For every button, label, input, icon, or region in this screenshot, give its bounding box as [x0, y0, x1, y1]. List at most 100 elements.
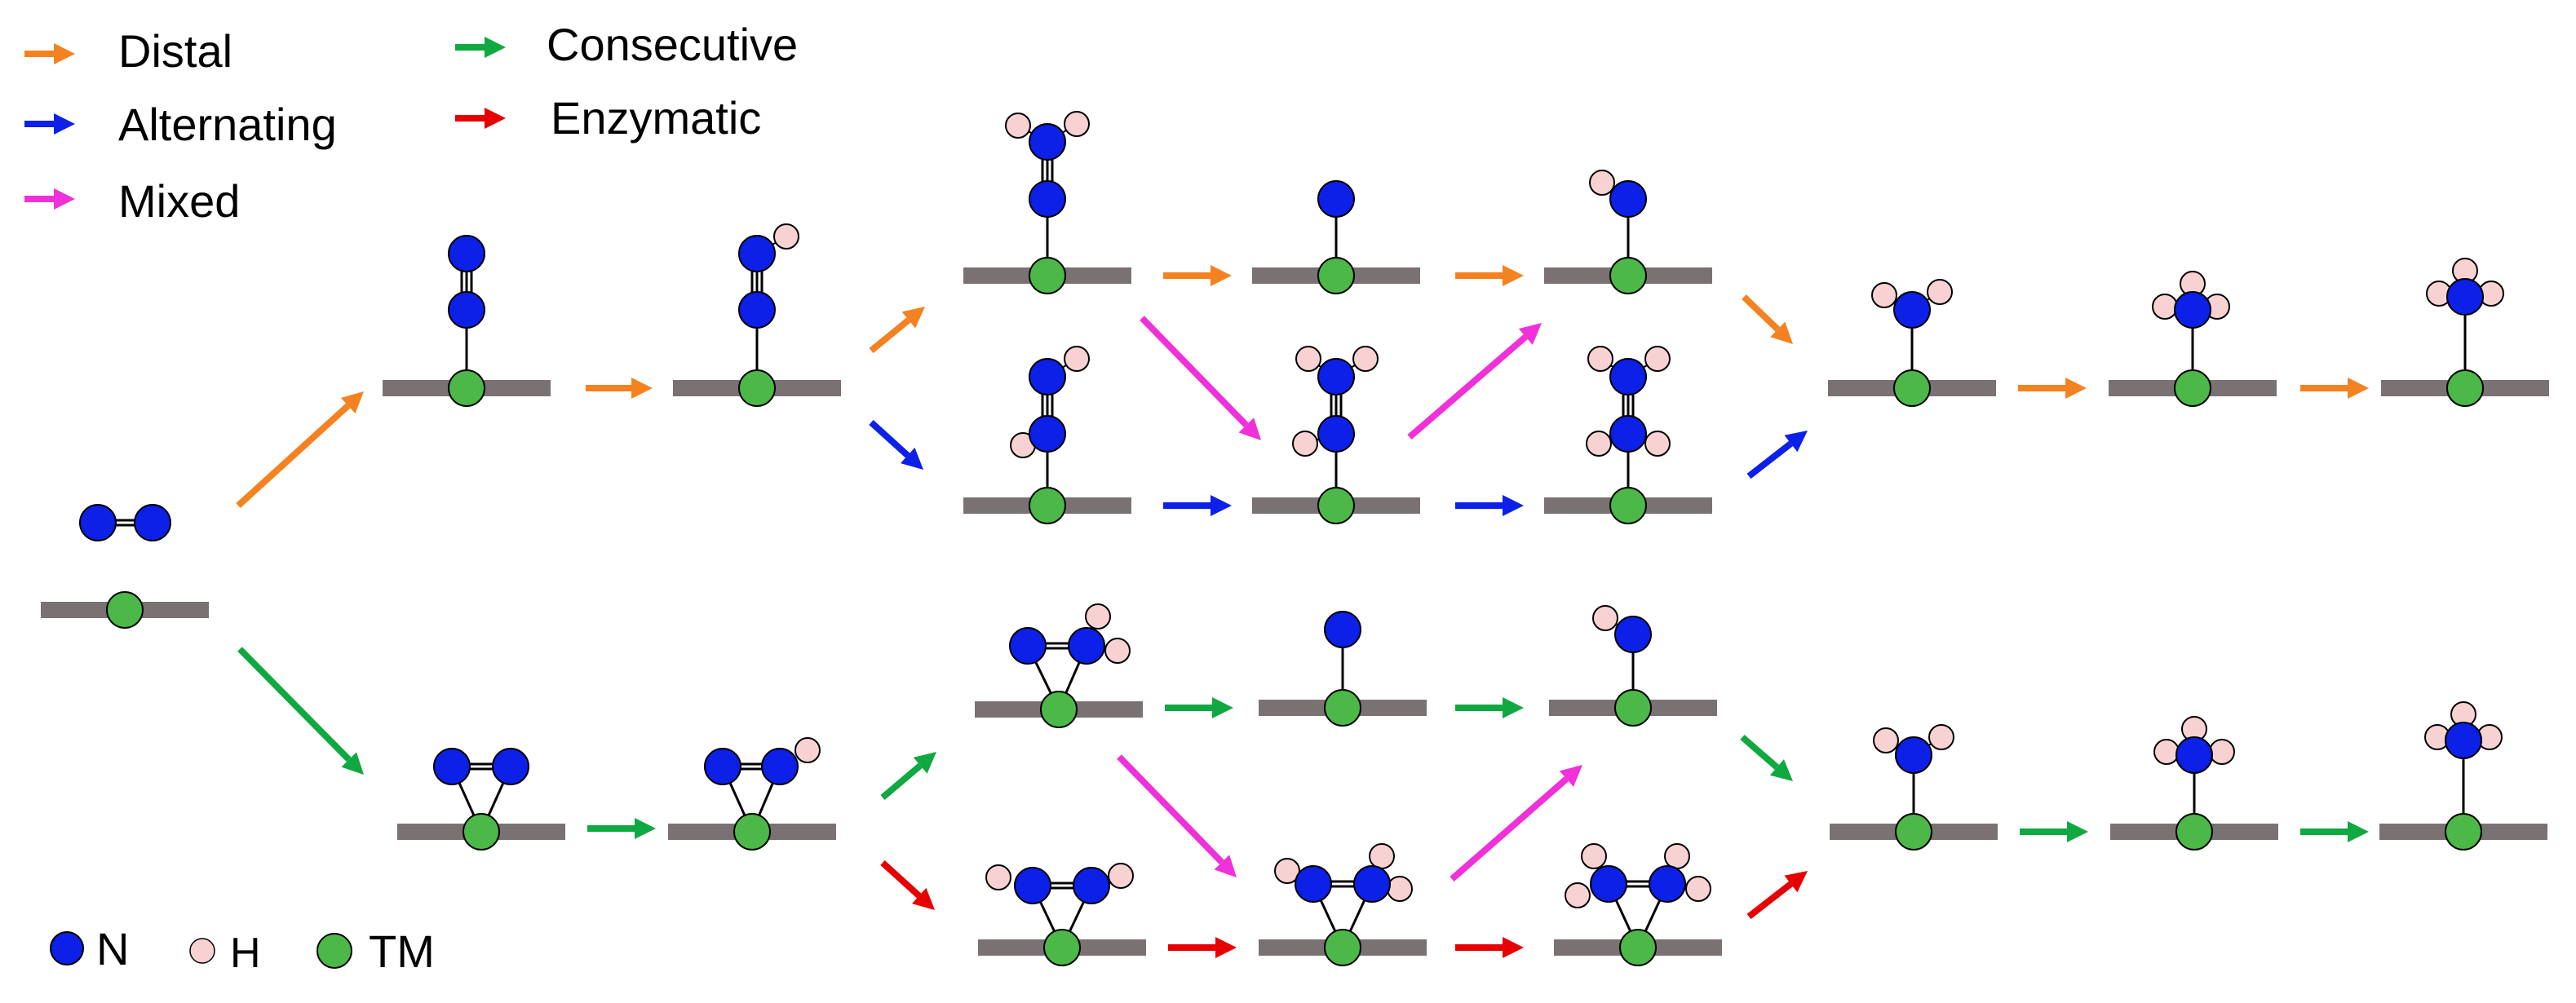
h-atom [1664, 843, 1690, 869]
arrow-distal-1 [236, 403, 351, 508]
tm-atom [1043, 929, 1081, 966]
legend-tm-atom [316, 933, 352, 969]
n-atom [2174, 291, 2211, 329]
n-atom [761, 748, 799, 785]
state-n2h-end-on [673, 223, 841, 407]
h-atom [1928, 724, 1954, 750]
arrow-distal-8-head [2348, 378, 2369, 399]
tm-atom [1029, 487, 1066, 524]
state-nhnh-enzymatic [978, 863, 1146, 966]
n-atom [492, 748, 529, 785]
arrow-consecutive-7-head [2067, 821, 2088, 842]
legend-pathways: Distal Alternating Mixed Consecutive Enz… [24, 19, 798, 227]
state-nh2nh2-alternating [1544, 346, 1712, 524]
h-atom [1369, 843, 1395, 869]
h-atom [1064, 111, 1090, 137]
n-atom [738, 235, 776, 272]
h-atom [1274, 858, 1300, 884]
tm-atom [1895, 813, 1932, 851]
arrow-alternating-1 [869, 420, 910, 458]
tm-atom [1029, 257, 1066, 294]
arrow-enzymatic-2-head [1215, 937, 1237, 958]
n-atom [1609, 415, 1647, 453]
n-atom [704, 748, 741, 785]
n-atom [2175, 736, 2213, 774]
n-atom [1317, 180, 1355, 218]
arrow-mixed-2 [1407, 334, 1528, 440]
tm-atom [106, 591, 144, 629]
state-nnh2-side-on [975, 603, 1143, 728]
state-n-distal [1252, 180, 1420, 294]
arrow-distal-6 [1742, 294, 1781, 332]
n-atom [433, 748, 471, 785]
arrow-mixed-4-head [1559, 765, 1582, 787]
state-nh3-lower [2110, 716, 2278, 851]
initial-n2-state [41, 504, 209, 629]
state-nh3-desorbing-upper [2381, 258, 2549, 407]
h-atom [773, 223, 799, 250]
state-nh-consecutive [1549, 605, 1717, 727]
h-atom [1108, 863, 1134, 889]
legend-item-n: N [50, 923, 129, 974]
arrow-alternating-3-head [1503, 495, 1524, 516]
arrow-consecutive-6-head [1769, 759, 1793, 781]
h-atom [1644, 431, 1671, 457]
n-atom [448, 291, 485, 329]
legend-item-h: H [189, 930, 261, 977]
n-atom [1649, 865, 1686, 903]
n-atom [1353, 865, 1391, 903]
h-atom [1005, 113, 1031, 139]
legend-arrow-distal-head [54, 43, 75, 64]
arrow-mixed-4 [1450, 776, 1569, 882]
arrow-consecutive-5-head [1503, 697, 1524, 718]
state-nh-distal [1544, 170, 1712, 294]
n-atom [1614, 616, 1652, 653]
legend-label-n: N [96, 923, 129, 974]
legend-label-consecutive: Consecutive [547, 19, 798, 70]
legend-label-enzymatic: Enzymatic [551, 92, 761, 144]
n-atom [1317, 358, 1355, 395]
h-atom [1871, 282, 1897, 308]
legend-label-h: H [230, 930, 261, 977]
n-atom [1029, 415, 1066, 453]
h-atom [2153, 739, 2180, 765]
h-atom [1295, 346, 1321, 372]
tm-atom [2174, 369, 2211, 407]
legend-item-enzymatic: Enzymatic [455, 92, 761, 144]
arrow-distal-2-head [631, 378, 653, 399]
legend-label-distal: Distal [118, 25, 232, 77]
arrow-mixed-3-head [1214, 855, 1237, 877]
h-atom [794, 737, 821, 763]
h-atom [1873, 727, 1899, 753]
n-atom [1324, 611, 1361, 648]
h-atom [1587, 346, 1613, 372]
legend-label-tm: TM [369, 926, 435, 977]
h-atom [1589, 170, 1615, 196]
state-n-consecutive [1259, 611, 1427, 727]
h-atom [1292, 431, 1318, 457]
h-atom [1581, 843, 1607, 869]
legend-item-tm: TM [316, 926, 435, 977]
arrow-consecutive-1 [237, 647, 352, 762]
legend-arrow-consecutive-head [485, 37, 506, 58]
state-n2h-side-on [668, 737, 836, 851]
n-atom [79, 504, 117, 541]
n-atom [2445, 722, 2482, 759]
state-nh2-lower [1830, 724, 1998, 851]
h-atom [1586, 431, 1612, 457]
arrow-distal-3 [869, 317, 911, 354]
h-atom [1644, 346, 1671, 372]
state-nnh2-distal [963, 111, 1131, 294]
arrow-enzymatic-3-head [1503, 937, 1524, 958]
legend-atoms: N H TM [50, 923, 435, 977]
arrow-consecutive-8-head [2348, 821, 2369, 842]
legend-item-distal: Distal [24, 25, 232, 77]
tm-atom [1614, 689, 1652, 727]
adsorbed-intermediates [41, 111, 2549, 966]
state-nh2-upper [1828, 279, 1996, 407]
arrow-consecutive-1-head [341, 752, 364, 775]
tm-atom [2446, 369, 2484, 407]
tm-atom [463, 813, 500, 851]
arrow-alternating-4-head [1784, 431, 1808, 453]
tm-atom [1317, 487, 1355, 524]
